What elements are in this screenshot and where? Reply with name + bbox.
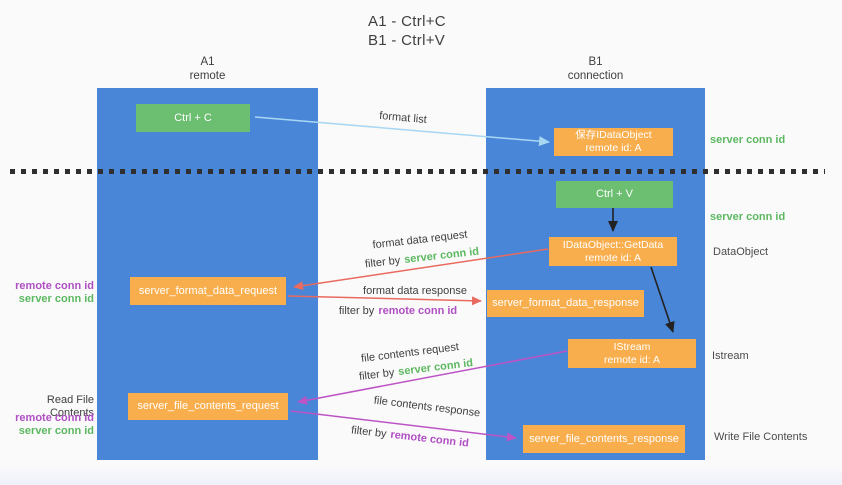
format-data-response-label: format data response — [363, 285, 467, 297]
remote-conn-id-label-bottom: remote conn id — [15, 412, 94, 424]
server-conn-id-label-top: server conn id — [710, 134, 786, 146]
istream-line1: IStream — [613, 340, 651, 353]
server-conn-id-text: server conn id — [403, 245, 480, 266]
filter-by-text: filter by — [338, 305, 375, 317]
write-file-contents-label: Write File Contents — [714, 431, 808, 443]
lane-b-header: B1 connection — [486, 55, 705, 83]
server-file-contents-request-node: server_file_contents_request — [128, 393, 288, 420]
lane-b-title: B1 — [588, 56, 603, 68]
server-file-contents-response-label: server_file_contents_response — [529, 432, 679, 445]
title-line-2: B1 - Ctrl+V — [368, 32, 446, 49]
save-idataobject-node: 保存IDataObject remote id: A — [554, 128, 673, 156]
istream-side-label: Istream — [712, 350, 749, 362]
server-format-data-response-label: server_format_data_response — [492, 297, 639, 309]
istream-node: IStream remote id: A — [568, 339, 696, 368]
filter-by-text: filter by — [358, 366, 396, 383]
server-file-contents-response-node: server_file_contents_response — [523, 425, 685, 453]
server-conn-id-label-mid: server conn id — [710, 211, 786, 223]
ctrl-v-node: Ctrl + V — [556, 181, 673, 208]
server-conn-id-label-left-top: server conn id — [18, 293, 94, 305]
save-idataobject-line2: remote id: A — [585, 142, 642, 154]
left-conn-id-group-top: remote conn id server conn id — [0, 280, 94, 306]
diagram-title: A1 - Ctrl+C B1 - Ctrl+V — [368, 12, 446, 50]
save-idataobject-line1: 保存IDataObject — [575, 129, 652, 141]
ctrl-v-label: Ctrl + V — [596, 188, 633, 200]
remote-conn-id-text: remote conn id — [389, 428, 470, 450]
read-file-contents-label: Read File Contents — [46, 394, 94, 419]
dataobject-label: DataObject — [713, 246, 769, 258]
file-contents-response-label: file contents response — [373, 394, 481, 420]
lane-a-subtitle: remote — [189, 70, 226, 82]
ctrl-c-label: Ctrl + C — [174, 111, 212, 124]
session-divider-dotted-line — [10, 169, 825, 174]
lane-b-subtitle: connection — [567, 70, 624, 82]
lane-a-title: A1 — [200, 56, 215, 68]
format-list-label: format list — [378, 109, 428, 127]
server-format-data-request-label: server_format_data_request — [138, 284, 278, 297]
getdata-line1: IDataObject::GetData — [562, 238, 664, 251]
lane-a-header: A1 remote — [97, 55, 318, 83]
server-format-data-request-node: server_format_data_request — [130, 277, 286, 305]
remote-conn-id-text: remote conn id — [378, 305, 458, 317]
ctrl-c-node: Ctrl + C — [136, 104, 250, 132]
server-format-data-response-node: server_format_data_response — [487, 290, 644, 317]
filter-by-text: filter by — [364, 254, 401, 271]
remote-conn-id-label-top: remote conn id — [15, 280, 94, 292]
istream-line2: remote id: A — [603, 353, 661, 366]
left-conn-id-group-bottom: remote conn id server conn id — [0, 412, 94, 438]
filter-by-text: filter by — [350, 424, 388, 441]
title-line-1: A1 - Ctrl+C — [368, 13, 446, 30]
server-conn-id-text: server conn id — [397, 357, 474, 379]
getdata-line2: remote id: A — [584, 251, 642, 264]
server-file-contents-request-label: server_file_contents_request — [137, 400, 279, 412]
server-conn-id-label-left-bottom: server conn id — [18, 425, 94, 437]
idataobject-getdata-node: IDataObject::GetData remote id: A — [549, 237, 677, 266]
